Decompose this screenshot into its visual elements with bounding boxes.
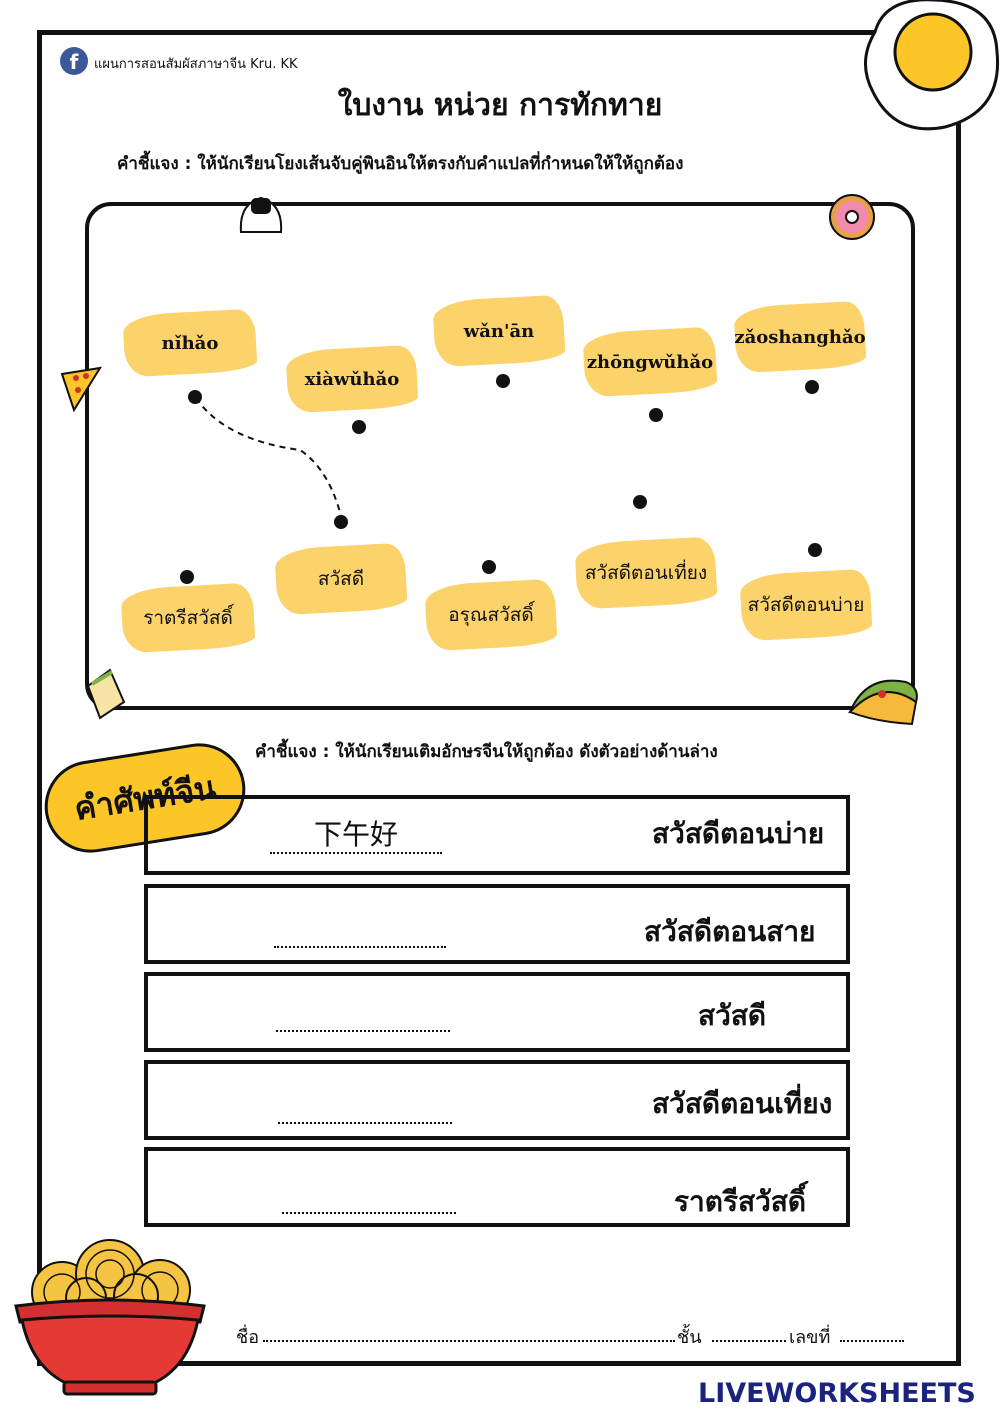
meaning-card-3: อรุณสวัสดิ์ [426,582,556,648]
answer-field-1[interactable]: 下午好 [270,818,442,854]
class-field[interactable] [712,1340,786,1342]
pinyin-dot-2[interactable] [352,420,366,434]
meaning-label-2: สวัสดีตอนสาย [644,915,816,948]
class-label: ชั้น [677,1327,702,1348]
answer-field-4[interactable] [278,1088,452,1124]
number-label: เลขที่ [789,1327,831,1348]
fried-egg-icon [863,0,1000,131]
meaning-dot-3[interactable] [482,560,496,574]
pizza-icon [60,366,102,412]
liveworksheets-logo: LIVEWORKSHEETS [698,1378,976,1409]
page-title: ใบงาน หน่วย การทักทาย [337,88,663,123]
pinyin-dot-5[interactable] [805,380,819,394]
name-field[interactable] [263,1340,675,1342]
vocab-row-3 [144,972,850,1052]
meaning-dot-1[interactable] [180,570,194,584]
pinyin-card-5: zǎoshanghǎo [734,304,865,370]
meaning-label-4: สวัสดีตอนเที่ยง [652,1087,833,1120]
pinyin-dot-3[interactable] [496,374,510,388]
pinyin-card-1: nǐhǎo [124,312,256,374]
meaning-label-5: ราตรีสวัสดิ์ [674,1185,807,1218]
pinyin-card-3: wǎn'ān [434,298,564,364]
vocab-row-5 [144,1147,850,1227]
pinyin-card-2: xiàwǔhǎo [287,348,417,410]
answer-field-3[interactable] [276,996,450,1032]
taco-icon [848,679,918,726]
meaning-card-1: ราตรีสวัสดิ์ [122,586,254,650]
meaning-card-5: สวัสดีตอนบ่าย [741,572,871,638]
section2-instruction: คำชี้แจง : ให้นักเรียนเติมอักษรจีนให้ถูก… [255,742,718,762]
rice-ball-icon [239,196,283,233]
noodle-bowl-icon [14,1239,206,1396]
pinyin-dot-4[interactable] [649,408,663,422]
meaning-card-4: สวัสดีตอนเที่ยง [576,540,716,606]
meaning-dot-2[interactable] [334,515,348,529]
pinyin-card-4: zhōngwǔhǎo [584,330,716,394]
worksheet-frame [37,30,961,1366]
meaning-card-2: สวัสดี [276,546,406,612]
vocab-row-1 [144,795,850,875]
number-field[interactable] [840,1340,904,1342]
meaning-label-3: สวัสดี [698,999,767,1032]
meaning-dot-4[interactable] [633,495,647,509]
vocab-row-4 [144,1060,850,1140]
meaning-label-1: สวัสดีตอนบ่าย [652,817,825,850]
sandwich-icon [86,668,126,720]
section1-instruction: คำชี้แจง : ให้นักเรียนโยงเส้นจับคู่พินอิ… [117,154,684,174]
facebook-icon: f [60,47,88,75]
meaning-dot-5[interactable] [808,543,822,557]
vocab-row-2 [144,884,850,964]
matching-board [85,202,915,710]
donut-icon [829,194,875,240]
brand-text: แผนการสอนสัมผัสภาษาจีน Kru. KK [94,57,298,72]
answer-field-5[interactable] [282,1178,456,1214]
answer-field-2[interactable] [274,912,446,948]
name-label: ชื่อ [236,1327,260,1348]
